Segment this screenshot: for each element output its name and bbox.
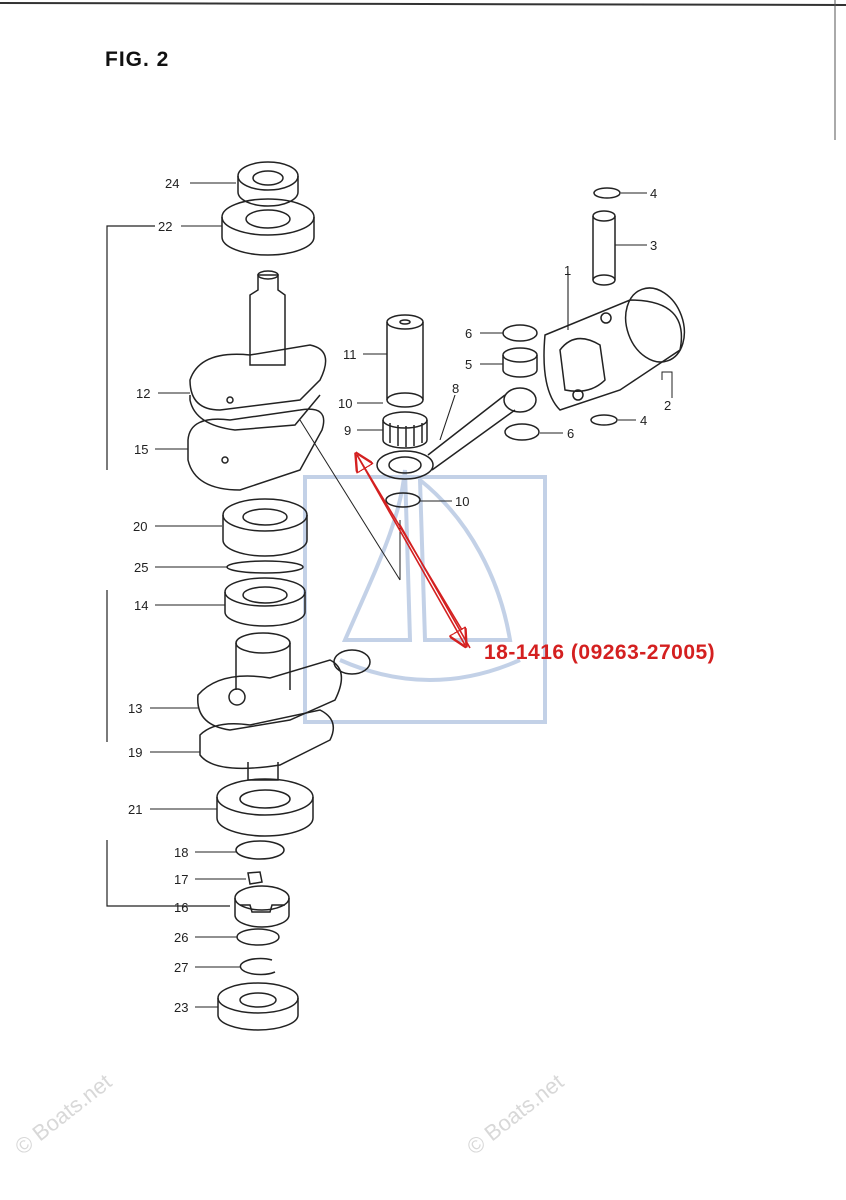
bracket-2 [661,371,673,398]
ring-26-shape [236,928,280,946]
needle-bearing-5-shape [502,347,538,378]
seal-23-shape [217,982,299,1031]
part-label-9: 9 [344,423,351,438]
crank-pin-11-shape [386,314,424,408]
needle-bearing-9-shape [382,411,428,449]
washer-6b-shape [504,423,540,441]
page-top-border [0,2,846,6]
part-label-18: 18 [174,845,188,860]
connecting-rod-8-shape [376,387,537,480]
part-label-4-upper: 4 [650,186,657,201]
part-label-17: 17 [174,872,188,887]
circlip-27-shape [239,957,276,976]
bearing-21-shape [216,778,314,837]
part-label-25: 25 [134,560,148,575]
key-17-shape [247,871,263,885]
part-label-26: 26 [174,930,188,945]
part-label-2: 2 [664,398,671,413]
part-label-13: 13 [128,701,142,716]
washer-10b-shape [385,492,421,508]
seal-14-shape [224,577,306,627]
part-number-callout: 18-1416 (09263-27005) [484,641,716,664]
figure-title: FIG. 2 [105,48,170,71]
oil-seal-24-shape [237,161,299,207]
piston-pin-3-shape [592,210,616,286]
assembly-bracket [106,225,230,907]
bearing-20-shape [222,498,308,557]
part-label-23: 23 [174,1000,188,1015]
circlip-4b-shape [590,414,618,426]
part-label-24: 24 [165,176,179,191]
part-label-10-upper: 10 [338,396,352,411]
watermark-sail-logo [303,469,547,724]
gear-16-shape [234,885,290,928]
part-label-6-lower: 6 [567,426,574,441]
part-label-6-upper: 6 [465,326,472,341]
part-label-27: 27 [174,960,188,975]
part-label-8: 8 [452,381,459,396]
part-label-11: 11 [343,347,357,362]
part-label-5: 5 [465,357,472,372]
part-label-12: 12 [136,386,150,401]
part-label-21: 21 [128,802,142,817]
circlip-4a-shape [593,187,621,199]
bearing-22-shape [221,198,315,256]
part-label-15: 15 [134,442,148,457]
pin-center-line [299,419,401,581]
crankshaft-upper-shape [187,270,327,491]
ring-25-shape [226,560,304,574]
ring-18-shape [235,840,285,860]
part-label-20: 20 [133,519,147,534]
part-label-16: 16 [174,900,188,915]
part-label-1: 1 [564,263,571,278]
part-label-14: 14 [134,598,148,613]
part-label-19: 19 [128,745,142,760]
washer-6a-shape [502,324,538,342]
part-label-10-lower: 10 [455,494,469,509]
part-label-3: 3 [650,238,657,253]
callout-arrows [357,455,471,648]
leader-lines [150,182,647,1008]
crankshaft-lower-shape [197,632,371,781]
part-label-4-lower: 4 [640,413,647,428]
part-label-22: 22 [158,219,172,234]
piston-1-shape [543,287,686,411]
